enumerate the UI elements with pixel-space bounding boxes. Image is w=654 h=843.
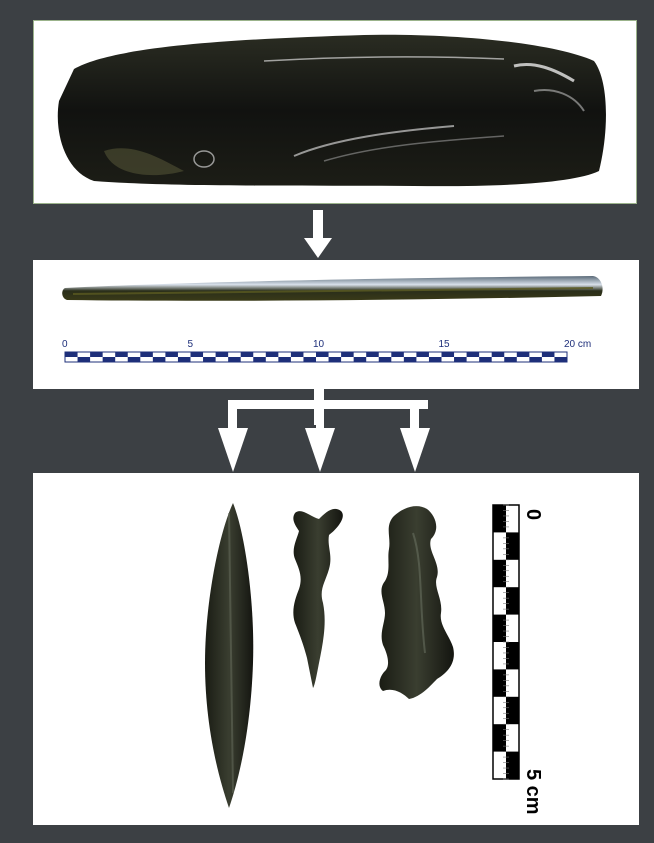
vertical-scale-bar: 0 5 cm [493, 505, 544, 815]
scale-segment [517, 352, 530, 357]
scale-segment [178, 357, 191, 362]
vscale-label: 0 [522, 509, 544, 520]
scale-segment [115, 352, 128, 357]
scale-segment [542, 352, 555, 357]
scale-segment [454, 357, 467, 362]
scale-segment [165, 352, 178, 357]
scale-segment [128, 357, 141, 362]
vscale-segment [493, 615, 506, 642]
vscale-segment [493, 669, 506, 696]
scale-tick-label: 20 cm [564, 339, 591, 350]
vscale-segment [493, 724, 506, 751]
scale-segment [103, 357, 116, 362]
scale-segment [316, 352, 329, 357]
scale-segment [354, 357, 367, 362]
horizontal-scale-bar: 0 5 10 15 20 cm [62, 339, 591, 362]
scale-segment [379, 357, 392, 362]
scale-segment [228, 357, 241, 362]
scale-segment [191, 352, 204, 357]
scale-segment [504, 357, 517, 362]
scale-segment [329, 357, 342, 362]
scale-segment [404, 357, 417, 362]
scale-segment [291, 352, 304, 357]
scale-segment [391, 352, 404, 357]
vscale-segment [493, 560, 506, 587]
vscale-segment [493, 505, 506, 532]
obsidian-blade-panel: 0 5 10 15 20 cm [33, 260, 639, 389]
projectile-points-image: 0 5 cm [33, 473, 639, 825]
vscale-segment [506, 642, 519, 669]
scale-tick-label: 0 [62, 339, 68, 350]
scale-segment [65, 352, 78, 357]
scale-segment [90, 352, 103, 357]
scale-segment [140, 352, 153, 357]
scale-tick-label: 15 [439, 339, 451, 350]
scale-segment [416, 352, 429, 357]
projectile-points-panel: 0 5 cm [33, 473, 639, 825]
scale-segment [203, 357, 216, 362]
scale-segment [366, 352, 379, 357]
scale-segment [266, 352, 279, 357]
vscale-segment [506, 532, 519, 559]
scale-segment [241, 352, 254, 357]
scale-tick-label: 5 [188, 339, 194, 350]
vscale-segment [506, 697, 519, 724]
vscale-segment [506, 587, 519, 614]
eccentric-point-1 [293, 509, 342, 688]
obsidian-core-panel [33, 20, 637, 204]
obsidian-core-image [34, 21, 638, 205]
scale-segment [529, 357, 542, 362]
scale-segment [479, 357, 492, 362]
scale-segment [303, 357, 316, 362]
scale-segment [554, 357, 567, 362]
scale-segment [253, 357, 266, 362]
scale-segment [78, 357, 91, 362]
scale-segment [341, 352, 354, 357]
scale-segment [216, 352, 229, 357]
scale-segment [278, 357, 291, 362]
eccentric-point-2 [379, 506, 454, 699]
scale-segment [153, 357, 166, 362]
blade-and-scale-image: 0 5 10 15 20 cm [33, 260, 639, 389]
scale-segment [442, 352, 455, 357]
scale-tick-label: 10 [313, 339, 325, 350]
scale-segment [429, 357, 442, 362]
vscale-label: 5 cm [522, 769, 544, 815]
vscale-segment [506, 752, 519, 779]
scale-segment [492, 352, 505, 357]
scale-segment [467, 352, 480, 357]
